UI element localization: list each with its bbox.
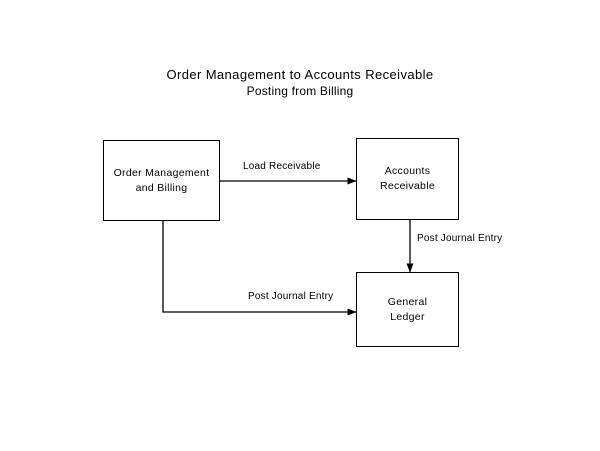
node-label-general-ledger: General Ledger [387, 295, 428, 323]
node-accounts-receivable[interactable]: Accounts Receivable [356, 138, 459, 220]
node-general-ledger[interactable]: General Ledger [356, 272, 459, 347]
edge-label-load-receivable: Load Receivable [243, 161, 321, 172]
diagram-title-line-1: Order Management to Accounts Receivable [166, 67, 434, 82]
edge-label-post-journal-entry-om-to-gl: Post Journal Entry [248, 291, 334, 302]
diagram-title-line-2: Posting from Billing [246, 84, 354, 98]
connector-post-journal-entry-om-to-gl [162, 221, 357, 316]
node-order-management-and-billing[interactable]: Order Management and Billing [103, 140, 220, 221]
diagram-title: Order Management to Accounts Receivable … [0, 66, 600, 100]
node-label-accounts-receivable: Accounts Receivable [380, 165, 435, 192]
node-label-order-management-and-billing: Order Management and Billing [113, 166, 210, 194]
edge-label-post-journal-entry-ar-to-gl: Post Journal Entry [417, 233, 503, 244]
